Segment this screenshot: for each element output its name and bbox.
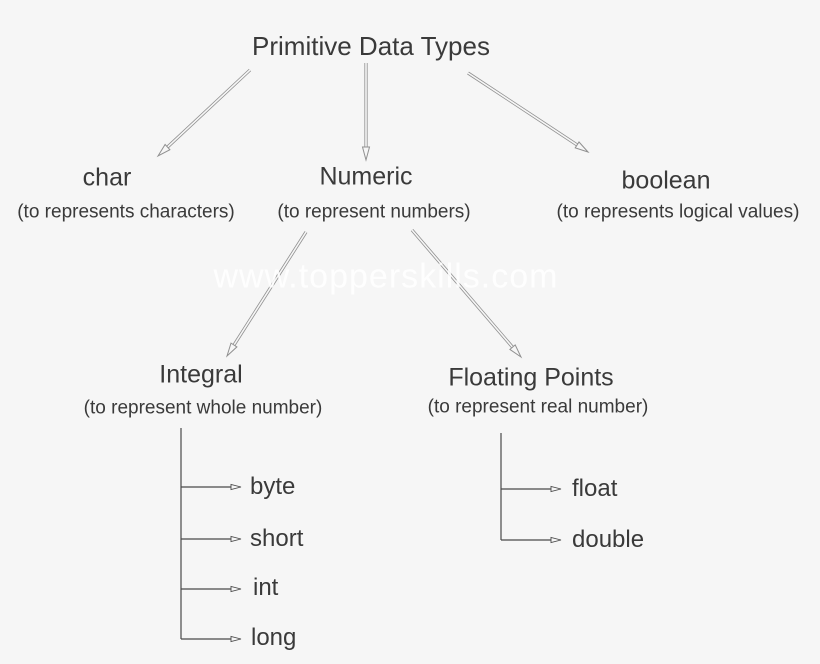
arrow-title-to-char	[156, 68, 252, 158]
node-boolean: boolean	[621, 166, 711, 195]
arrow-title-to-boolean	[467, 71, 590, 154]
integral-branch-lines	[180, 428, 242, 643]
arrow-numeric-to-floating	[410, 228, 523, 359]
node-integral-description: (to represent whole number)	[83, 397, 323, 419]
leaf-int: int	[253, 574, 279, 601]
leaf-long: long	[251, 624, 297, 651]
node-char: char	[82, 163, 132, 192]
leaf-short: short	[250, 525, 304, 552]
leaf-double: double	[572, 526, 645, 553]
node-floating-points: Floating Points	[448, 363, 614, 392]
leaf-float: float	[572, 475, 618, 502]
node-integral: Integral	[159, 360, 243, 389]
node-boolean-description: (to represents logical values)	[556, 201, 800, 223]
node-numeric-description: (to represent numbers)	[277, 201, 471, 223]
node-char-description: (to represents characters)	[17, 201, 235, 223]
watermark-text: www.topperskills.com	[213, 257, 559, 296]
node-floating-points-description: (to represent real number)	[427, 396, 649, 418]
arrow-numeric-to-integral	[225, 231, 308, 358]
leaf-byte: byte	[250, 473, 296, 500]
diagram-title: Primitive Data Types	[252, 31, 490, 61]
arrow-title-to-numeric	[361, 63, 371, 162]
floating-branch-lines	[500, 433, 562, 544]
node-numeric: Numeric	[319, 162, 413, 191]
